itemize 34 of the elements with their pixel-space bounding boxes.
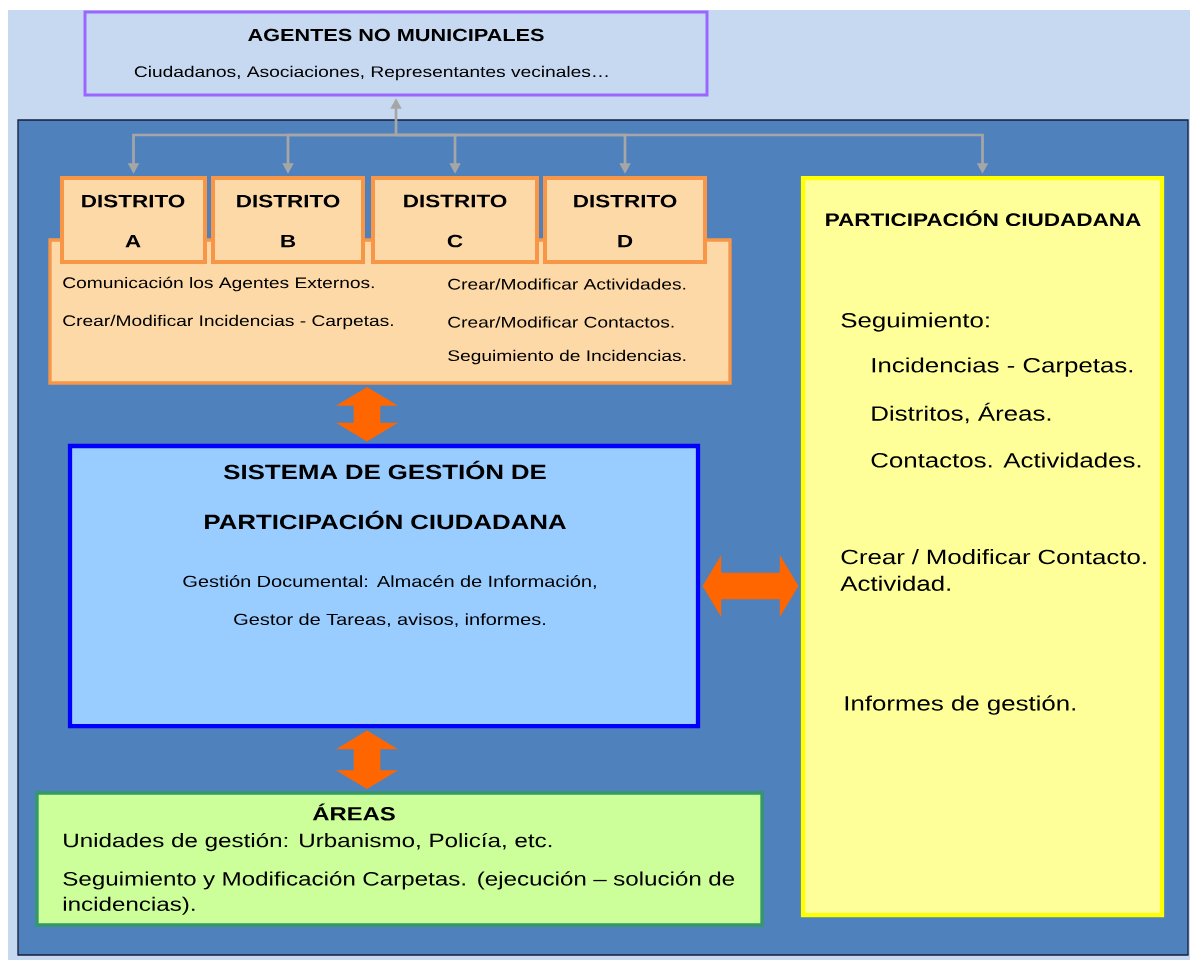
areas-box bbox=[35, 791, 764, 927]
agents-box bbox=[83, 10, 709, 97]
function-text: Seguimiento de Incidencias. bbox=[448, 349, 686, 365]
function-text: Crear/Modificar Contactos. bbox=[448, 316, 674, 328]
box-text: Gestión Documental: Almacén de Información, Gestor de Tareas, avisos, informes. bbox=[183, 575, 596, 627]
district-box bbox=[371, 176, 539, 264]
double-arrow bbox=[702, 554, 799, 618]
system-box bbox=[67, 443, 701, 729]
box-text: Seguimiento: bbox=[841, 312, 989, 332]
function-text: Crear/Modificar Incidencias - Carpetas. bbox=[63, 314, 393, 330]
box-title: AGENTES NO MUNICIPALES bbox=[248, 28, 544, 42]
box-title: PARTICIPACIÓN CIUDADANA bbox=[826, 209, 1141, 227]
box-title: SISTEMA DE GESTIÓN DE PARTICIPACIÓN CIUDADANA bbox=[205, 460, 566, 530]
box-text: Contactos. Actividades. bbox=[871, 452, 1141, 468]
box-text: Ciudadanos, Asociaciones, Representantes vecinales… bbox=[134, 65, 608, 81]
box-text: Unidades de gestión: Urbanismo, Policía, etc. bbox=[64, 832, 552, 852]
box-text: Seguimiento y Modificación Carpetas. (ejecución – solución de incidencias). bbox=[63, 871, 735, 915]
district-box bbox=[543, 176, 707, 264]
box-title: DISTRITO B bbox=[237, 194, 340, 248]
box-text: Distritos, Áreas. bbox=[872, 402, 1051, 424]
double-arrow bbox=[335, 387, 399, 442]
box-text: Incidencias - Carpetas. bbox=[872, 357, 1133, 377]
function-text: Crear/Modificar Actividades. bbox=[448, 278, 686, 290]
box-title: ÁREAS bbox=[312, 803, 395, 821]
participation-box bbox=[800, 175, 1165, 918]
district-box bbox=[211, 176, 365, 264]
box-title: DISTRITO A bbox=[82, 194, 185, 248]
district-box bbox=[60, 176, 207, 264]
function-text: Comunicación los Agentes Externos. bbox=[63, 276, 374, 292]
double-arrow bbox=[335, 730, 399, 789]
box-title: DISTRITO D bbox=[574, 194, 677, 248]
box-text: Crear / Modificar Contacto. Actividad. bbox=[840, 549, 1146, 591]
box-title: DISTRITO C bbox=[404, 194, 507, 248]
box-text: Informes de gestión. bbox=[845, 695, 1075, 715]
